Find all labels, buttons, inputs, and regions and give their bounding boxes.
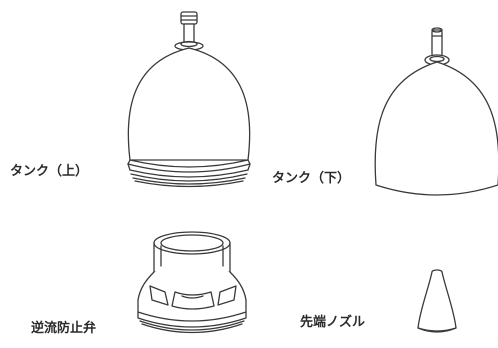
tank-upper-label: タンク（上） [10,164,89,179]
check-valve-label: 逆流防止弁 [31,321,97,336]
check-valve-illustration [137,231,247,334]
tank-upper-illustration [127,11,251,188]
nozzle-tip-label: 先端ノズル [300,315,366,330]
nozzle-tip-illustration [417,269,457,333]
tank-lower-label: タンク（下） [272,171,351,186]
tank-lower-illustration [374,27,498,196]
